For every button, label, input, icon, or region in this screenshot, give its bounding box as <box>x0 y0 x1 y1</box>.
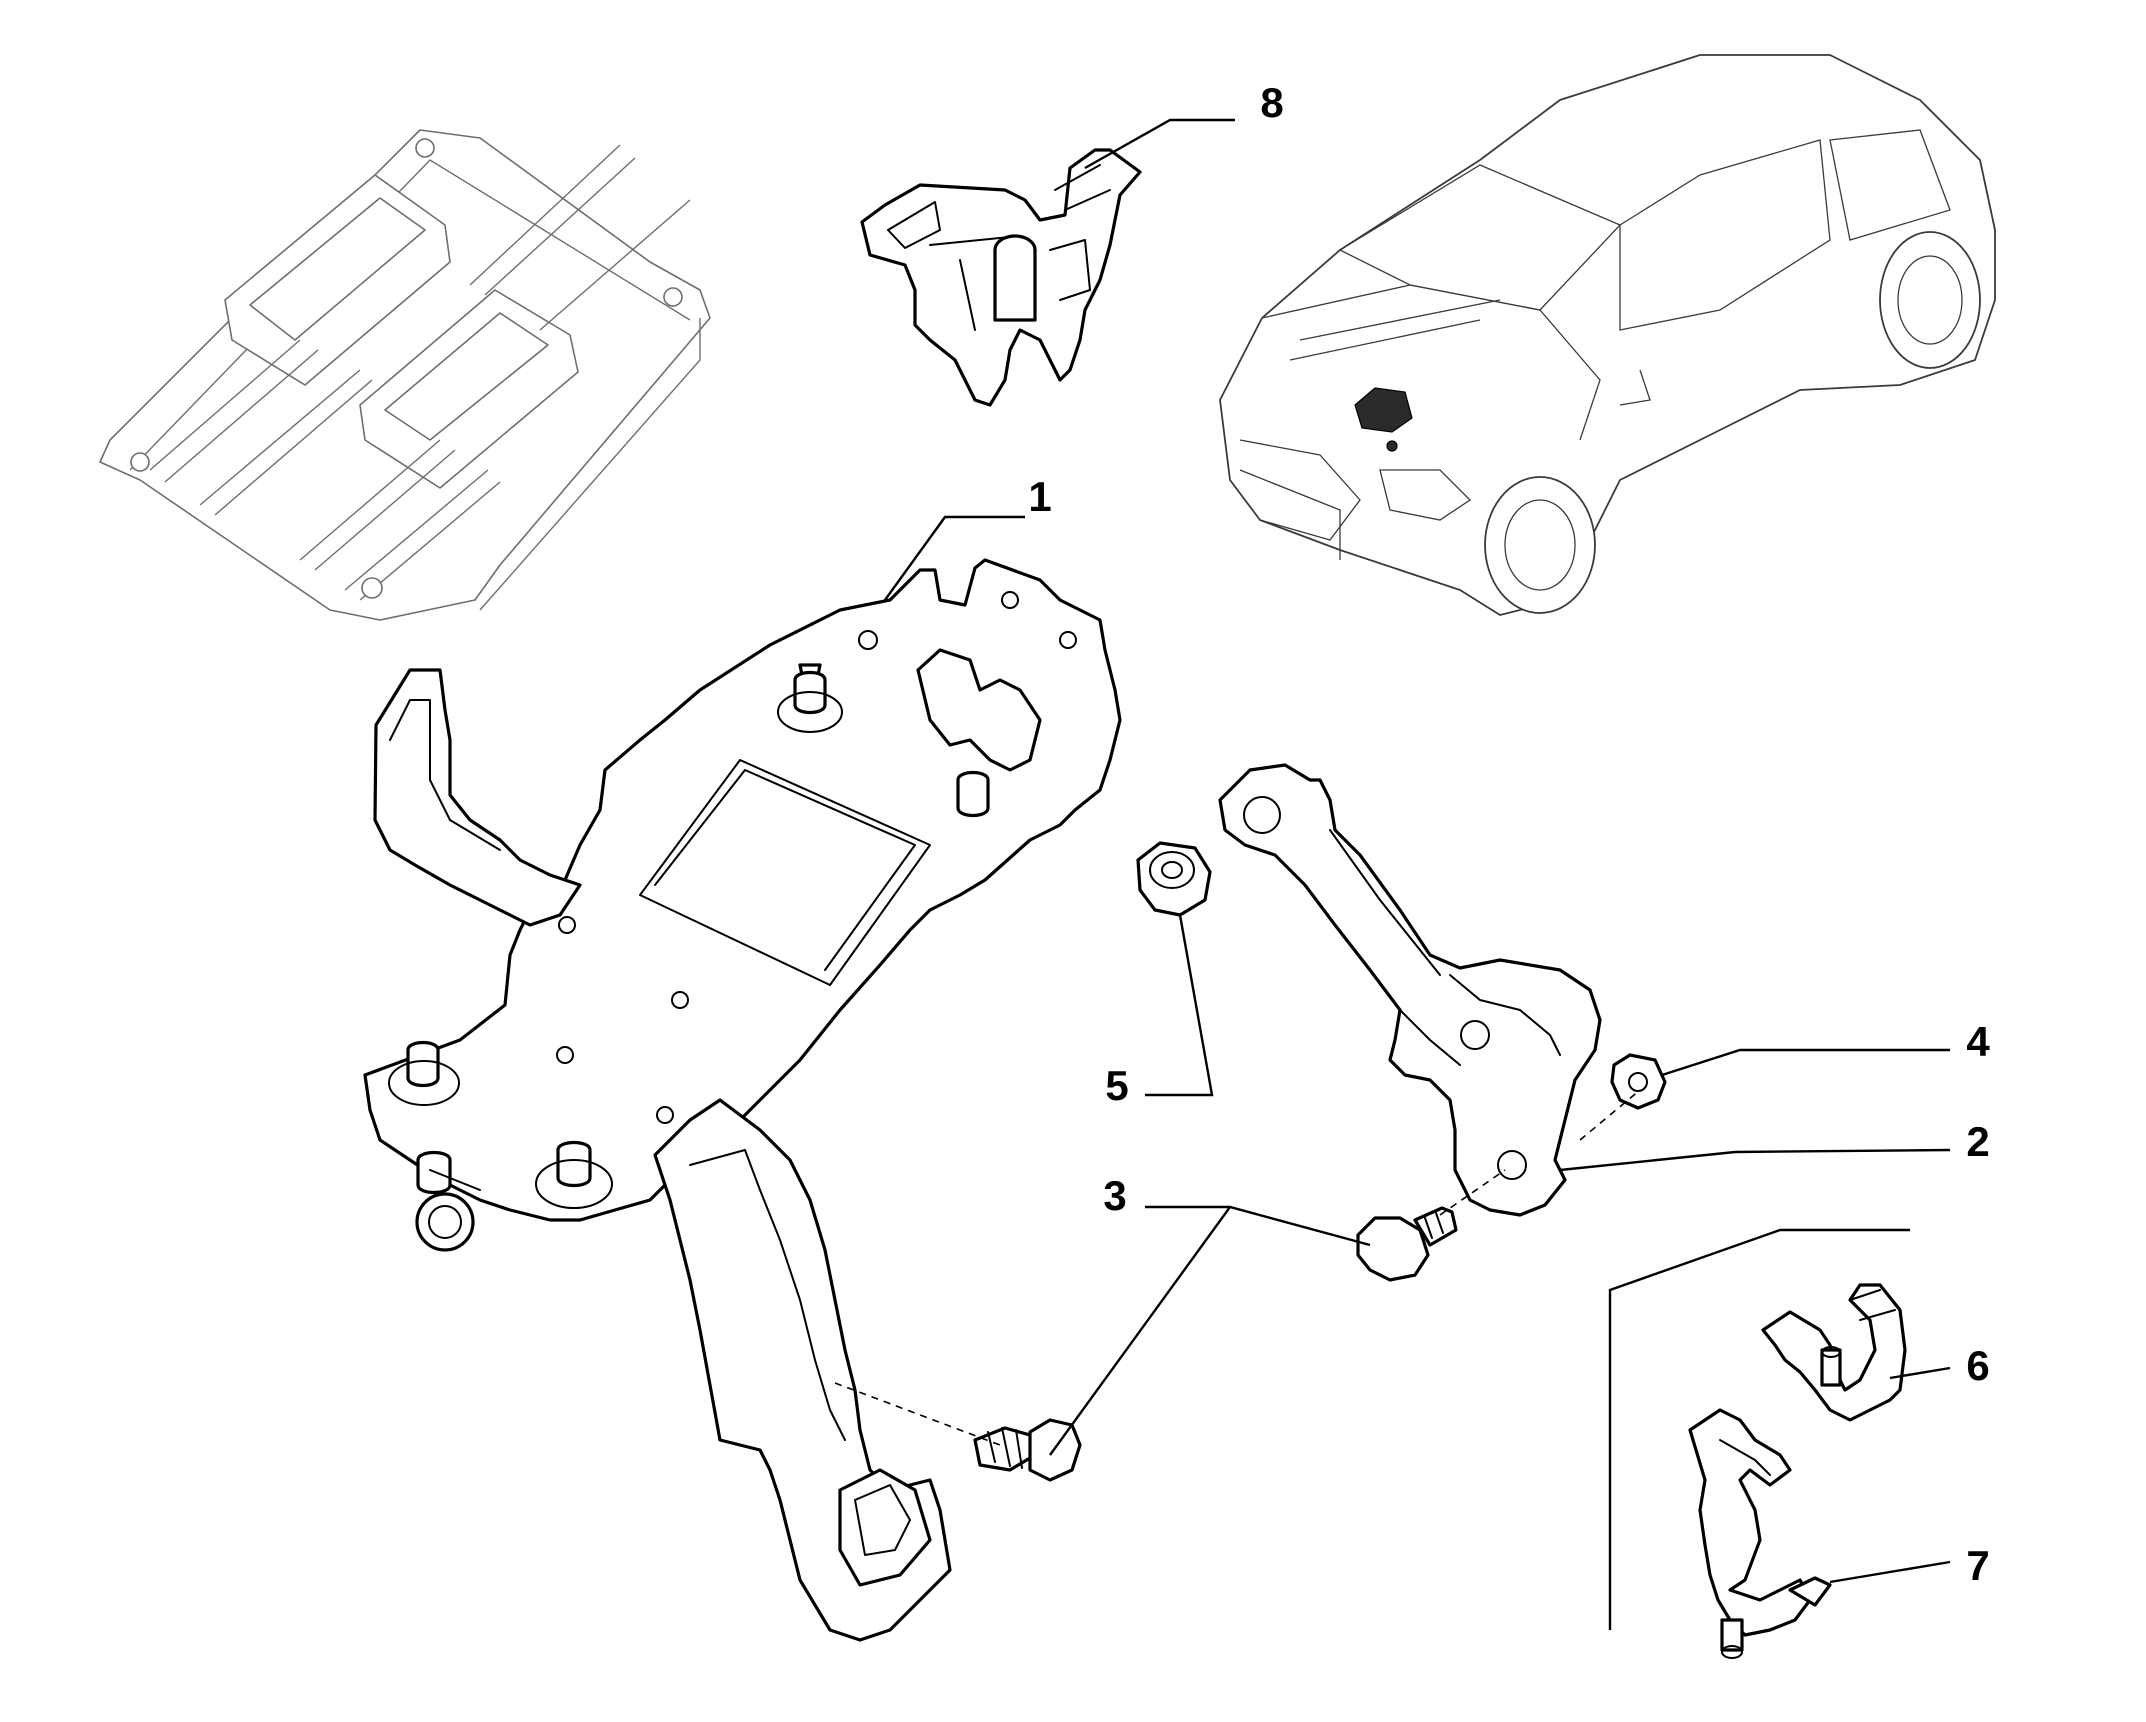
part-4-small-nut <box>1610 1053 1667 1110</box>
assembly-line-bolt-right <box>1439 1169 1506 1216</box>
callout-8: 8 <box>1260 79 1283 126</box>
leader-line-8 <box>1084 118 1235 170</box>
ecu-unit-ghost <box>99 129 711 621</box>
part-6-clip <box>1761 1283 1907 1422</box>
group-bracket-6-7 <box>1608 1228 1910 1630</box>
leader-line-6 <box>1889 1366 1951 1380</box>
leader-line-3 <box>1049 1205 1371 1456</box>
assembly-line-bolt-lower <box>834 1382 1001 1446</box>
leader-line-1 <box>884 515 1025 601</box>
part-7-clip <box>1688 1408 1832 1659</box>
car-locator-ghost <box>1219 54 1996 616</box>
part-3-bolt-lower <box>973 1418 1082 1482</box>
leader-line-2 <box>1559 1148 1951 1172</box>
callout-1: 1 <box>1028 473 1051 520</box>
part-5-nut <box>1136 841 1212 917</box>
part-1-main-bracket <box>363 558 1122 1642</box>
part-3-bolt-right <box>1356 1206 1458 1282</box>
callout-3: 3 <box>1103 1172 1126 1219</box>
part-8-clip-bracket <box>860 148 1142 407</box>
leader-line-4 <box>1661 1048 1950 1077</box>
callout-7: 7 <box>1966 1542 1989 1589</box>
callout-5: 5 <box>1105 1062 1128 1109</box>
ecu-location-marker <box>1354 387 1413 433</box>
assembly-line-nut <box>1579 1089 1641 1141</box>
callout-2: 2 <box>1966 1118 1989 1165</box>
callout-6: 6 <box>1966 1342 1989 1389</box>
callout-4: 4 <box>1966 1018 1990 1065</box>
part-2-support-arm <box>1218 763 1602 1217</box>
leader-line-5 <box>1145 914 1214 1097</box>
leader-line-7 <box>1829 1560 1951 1584</box>
